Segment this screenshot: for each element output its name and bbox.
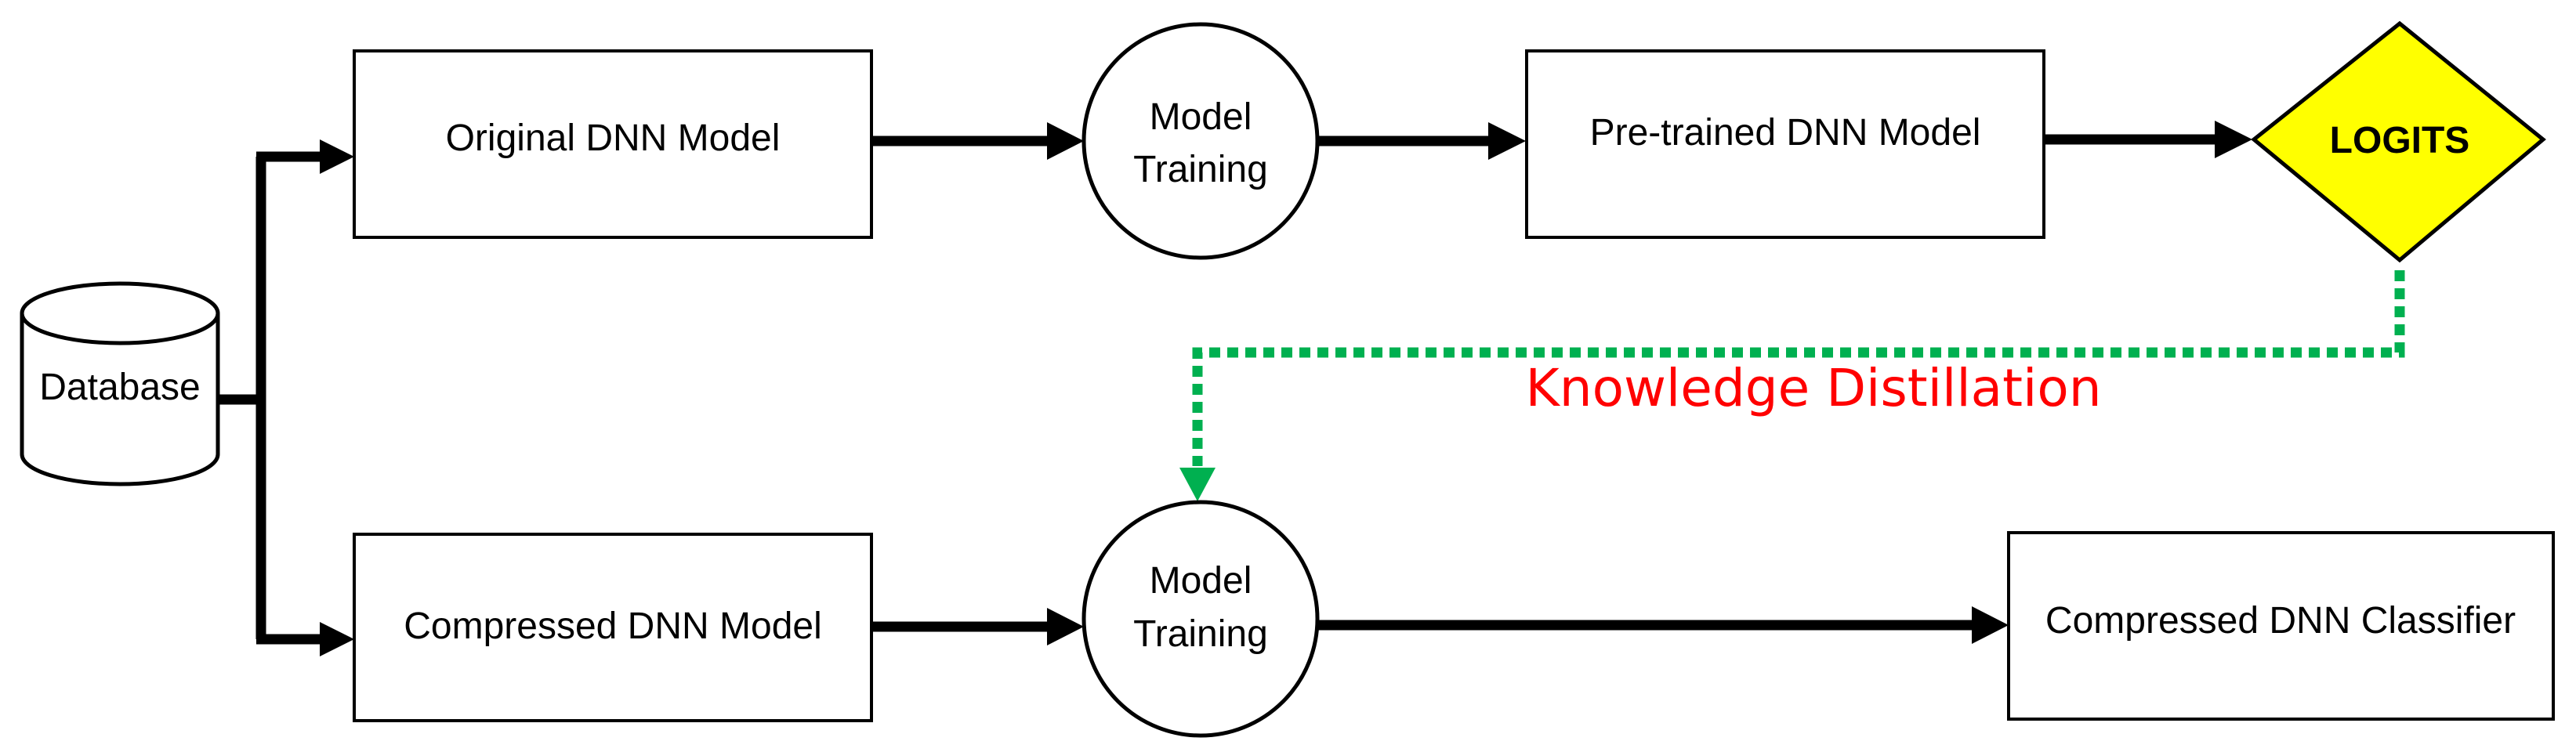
knowledge-distillation-path — [1179, 270, 2405, 501]
logits-node: LOGITS — [2251, 20, 2546, 263]
compressed-dnn-classifier-label: Compressed DNN Classifier — [2045, 600, 2516, 642]
model-training-bottom-line2: Training — [1133, 613, 1268, 655]
model-training-bottom-line1: Model — [1150, 560, 1252, 602]
model-training-top-line2: Training — [1133, 149, 1268, 190]
arrow-pretrained-to-logits — [2044, 121, 2252, 158]
pretrained-dnn-model-node: Pre-trained DNN Model — [1525, 49, 2045, 239]
model-training-bottom-node: Model Training — [1081, 500, 1320, 738]
arrow-training-to-classifier — [1317, 606, 2009, 644]
original-dnn-model-node: Original DNN Model — [353, 49, 873, 239]
database-label: Database — [39, 367, 200, 408]
arrow-compressed-to-training — [871, 608, 1084, 645]
database-branch-connector — [218, 139, 354, 656]
compressed-dnn-classifier-node: Compressed DNN Classifier — [2007, 531, 2555, 721]
database-node: Database — [20, 281, 220, 486]
knowledge-distillation-label: Knowledge Distillation — [1525, 358, 2101, 418]
pretrained-dnn-model-label: Pre-trained DNN Model — [1590, 112, 1981, 154]
model-training-top-line1: Model — [1150, 96, 1252, 138]
logits-label: LOGITS — [2330, 120, 2470, 161]
compressed-dnn-model-label: Compressed DNN Model — [404, 606, 822, 647]
compressed-dnn-model-node: Compressed DNN Model — [353, 533, 873, 722]
original-dnn-model-label: Original DNN Model — [446, 118, 781, 159]
arrow-original-to-training — [871, 122, 1084, 160]
model-training-top-node: Model Training — [1081, 22, 1320, 260]
arrow-training-to-pretrained — [1317, 122, 1526, 160]
